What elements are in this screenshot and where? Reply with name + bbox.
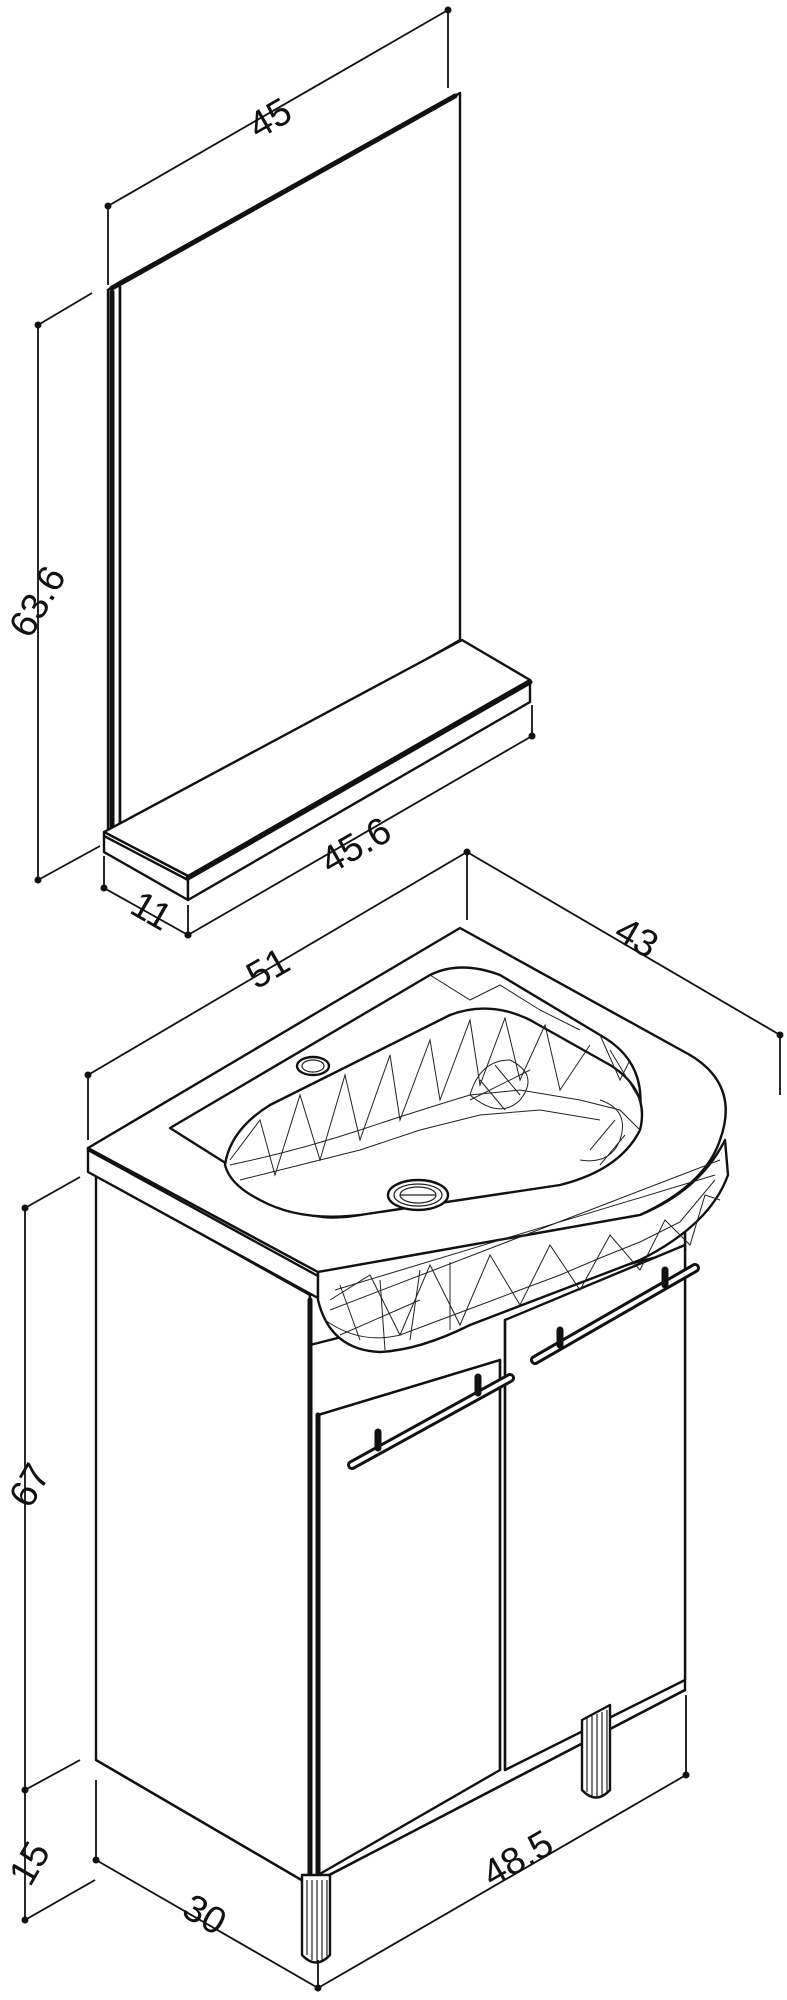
left-door-handle[interactable] (347, 1373, 515, 1470)
dimension-cabinet-height: 67 (1, 1176, 81, 1794)
dim-label-basin-depth: 43 (608, 909, 666, 967)
dim-label-shelf-depth: 11 (124, 883, 179, 939)
dim-label-cabinet-height: 67 (1, 1457, 59, 1515)
mirror (106, 91, 462, 837)
dim-label-cabinet-depth: 30 (176, 1886, 234, 1944)
dim-label-mirror-width: 45 (242, 90, 300, 148)
tap-hole (295, 1055, 331, 1077)
dimension-mirror-height: 63.6 (1, 292, 101, 884)
bowl-mesh (229, 974, 641, 1181)
dimension-leg-height: 15 (1, 1790, 96, 1924)
drain (386, 1178, 450, 1212)
dim-label-mirror-height: 63.6 (1, 559, 74, 644)
dim-label-basin-width: 51 (240, 940, 298, 998)
front-leg (300, 1873, 332, 1964)
dim-label-cabinet-width: 48.5 (476, 1822, 561, 1895)
basin (86, 926, 730, 1354)
right-leg (580, 1703, 612, 1799)
dim-label-leg-height: 15 (1, 1835, 59, 1893)
right-door-handle[interactable] (530, 1263, 700, 1365)
basin-mesh (324, 1159, 721, 1351)
shelf (102, 638, 533, 902)
